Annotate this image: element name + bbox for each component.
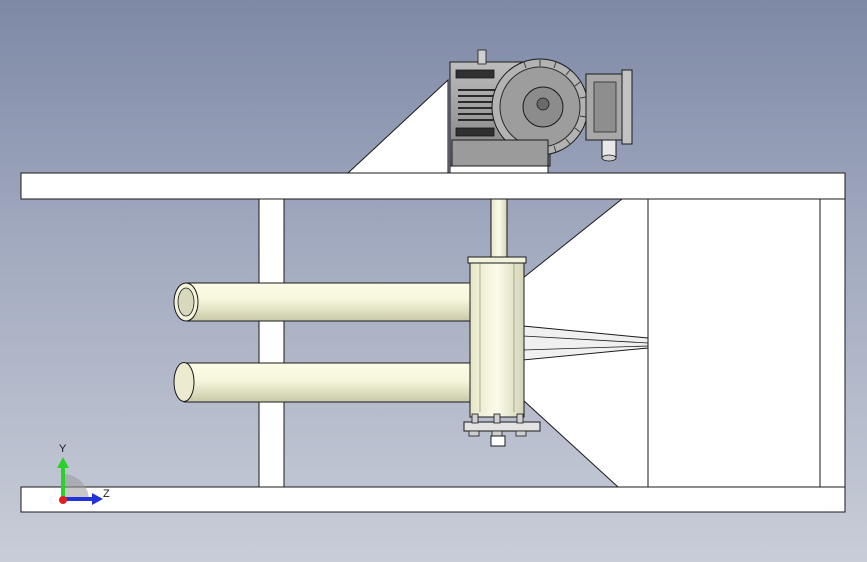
lower-pipe[interactable]: [173, 362, 473, 403]
vertical-post[interactable]: [258, 198, 285, 488]
gear-motor[interactable]: [449, 49, 633, 174]
bottom-rail[interactable]: [20, 486, 846, 513]
flange[interactable]: [463, 413, 541, 447]
motor-gusset[interactable]: [346, 78, 449, 174]
y-axis-label: Y: [59, 443, 67, 455]
hopper[interactable]: [522, 198, 649, 488]
z-axis-label: Z: [103, 488, 110, 500]
end-frame[interactable]: [647, 198, 846, 488]
origin-marker: [59, 496, 67, 504]
shaft[interactable]: [490, 198, 508, 264]
coordinate-triad: [57, 457, 103, 505]
vertical-tube[interactable]: [467, 256, 527, 418]
upper-pipe[interactable]: [173, 282, 494, 322]
top-rail[interactable]: [20, 172, 846, 200]
